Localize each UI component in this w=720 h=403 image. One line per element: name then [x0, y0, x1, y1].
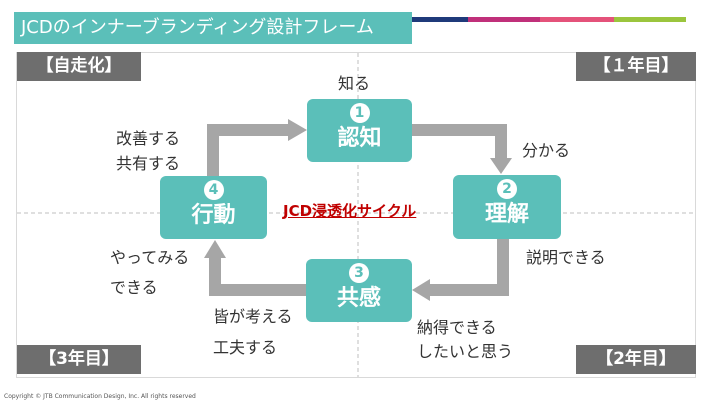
label-think-1: 皆が考える	[213, 307, 293, 326]
corner-label-self-driven: 【自走化】	[17, 52, 141, 81]
arrow-understanding-to-empathy-head	[412, 279, 430, 301]
page-title: JCDのインナーブランディング設計フレーム	[14, 12, 412, 44]
node-action: 4 行動	[160, 176, 267, 239]
node-number: 2	[497, 179, 517, 199]
quadrant-frame	[16, 52, 696, 378]
arrow-act-to-awareness-head	[288, 119, 307, 141]
node-number: 1	[349, 103, 370, 123]
label-try-2: できる	[110, 278, 158, 297]
arrow-awareness-to-understanding	[412, 124, 507, 160]
label-think-2: 工夫する	[213, 338, 278, 357]
label-accept-2: したいと思う	[417, 342, 514, 361]
node-number: 4	[203, 180, 224, 200]
accent-bar-pink	[540, 17, 614, 22]
label-improve-1: 改善する	[116, 129, 181, 148]
accent-bar-magenta	[468, 17, 540, 22]
label-know: 知る	[338, 74, 371, 93]
node-understanding: 2 理解	[453, 175, 561, 239]
node-number: 3	[349, 263, 369, 283]
label-explain: 説明できる	[526, 248, 606, 267]
arrow-understanding-to-empathy	[428, 239, 509, 296]
copyright-text: Copyright © JTB Communication Design, In…	[4, 393, 196, 400]
label-understand: 分かる	[522, 141, 571, 160]
node-label: 共感	[336, 286, 381, 311]
label-try-1: やってみる	[110, 248, 190, 267]
node-empathy: 3 共感	[306, 259, 412, 322]
node-label: 認知	[337, 126, 382, 151]
accent-bar-green	[614, 17, 686, 22]
corner-label-year3: 【3年目】	[17, 345, 141, 374]
corner-label-year1: 【１年目】	[576, 52, 696, 81]
node-label: 行動	[191, 203, 236, 228]
node-label: 理解	[484, 202, 529, 227]
node-awareness: 1 認知	[307, 99, 412, 162]
arrow-empathy-to-act	[209, 256, 307, 296]
arrow-act-to-awareness	[207, 124, 290, 176]
arrow-empathy-to-act-head	[204, 240, 226, 258]
corner-label-year2: 【2年目】	[576, 345, 696, 374]
accent-bar-navy	[412, 17, 468, 22]
cycle-center-label: JCD浸透化サイクル	[283, 202, 417, 220]
label-accept-1: 納得できる	[417, 318, 497, 337]
label-improve-2: 共有する	[116, 154, 181, 173]
arrow-awareness-to-understanding-head	[490, 158, 512, 174]
